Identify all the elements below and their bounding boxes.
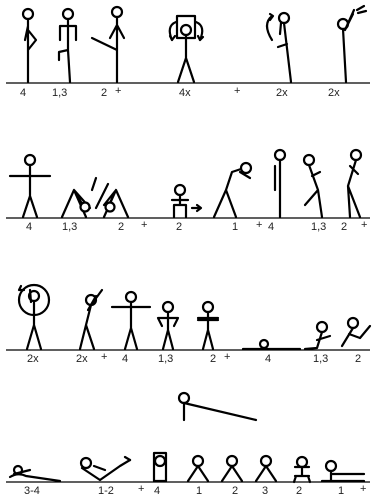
exercise-row-2: 4 1,3 2 + 2 1 + 4 1,3 2 + bbox=[6, 150, 370, 233]
stick-figure-plank bbox=[179, 393, 256, 420]
count-label: + bbox=[141, 219, 147, 231]
count-label: + bbox=[101, 351, 107, 363]
stick-figure-standing-tall bbox=[275, 150, 285, 217]
stick-figure-boxing-2 bbox=[198, 302, 218, 349]
stick-figure-v-sit-3 bbox=[256, 456, 276, 481]
count-label: 1 bbox=[232, 221, 238, 233]
stick-figure-arm-circles bbox=[170, 16, 203, 82]
count-label: 2x bbox=[276, 87, 288, 99]
stick-figure-arms-wide bbox=[112, 292, 150, 349]
count-label: 4x bbox=[179, 87, 191, 99]
count-label: 3-4 bbox=[24, 485, 40, 497]
count-label: 4 bbox=[154, 485, 160, 497]
count-label: 2 bbox=[341, 221, 347, 233]
stick-figure-crunch bbox=[81, 457, 130, 480]
count-label: 2 bbox=[101, 87, 107, 99]
count-label: 4 bbox=[26, 221, 32, 233]
stick-figure-knee-lift bbox=[23, 9, 36, 82]
count-label: 1,3 bbox=[311, 221, 326, 233]
count-label: 2 bbox=[210, 353, 216, 365]
count-label: + bbox=[224, 351, 230, 363]
stick-figure-wide-bend bbox=[62, 178, 96, 217]
count-label: 2x bbox=[27, 353, 39, 365]
count-label: 2 bbox=[118, 221, 124, 233]
count-label: 2 bbox=[296, 485, 302, 497]
count-label: 2x bbox=[328, 87, 340, 99]
count-label: 1,3 bbox=[62, 221, 77, 233]
stick-figure-lying bbox=[243, 340, 300, 349]
stick-figure-arm-circle bbox=[19, 285, 49, 349]
stick-figure-lying-arms bbox=[10, 466, 60, 481]
count-label: 3 bbox=[262, 485, 268, 497]
stick-figure-arm-raise bbox=[338, 6, 366, 82]
exercise-row-3: 2x 2x + 4 1,3 2 + 4 1,3 2 bbox=[6, 285, 370, 365]
stick-figure-wide-bend-2 bbox=[96, 184, 128, 217]
stick-figure-seated-reach bbox=[322, 461, 364, 481]
stick-figure-reach-over bbox=[80, 290, 102, 349]
count-label: 4 bbox=[122, 353, 128, 365]
count-label: + bbox=[256, 219, 262, 231]
count-label: 2 bbox=[355, 353, 361, 365]
count-label: 1 bbox=[338, 485, 344, 497]
count-label: 2x bbox=[76, 353, 88, 365]
count-label: 4 bbox=[20, 87, 26, 99]
count-label: 4 bbox=[265, 353, 271, 365]
exercise-row-4: 3-4 1-2 + 4 1 2 3 2 1 + bbox=[6, 453, 370, 497]
count-label: 4 bbox=[268, 221, 274, 233]
exercise-row-1: 4 1,3 2 + 4x + 2x 2x bbox=[6, 6, 370, 99]
count-label: + bbox=[115, 85, 121, 97]
count-label: 2 bbox=[176, 221, 182, 233]
stick-figure-leg-swing bbox=[92, 7, 124, 82]
count-label: 1 bbox=[196, 485, 202, 497]
count-label: 2 bbox=[232, 485, 238, 497]
count-label: 1,3 bbox=[52, 87, 67, 99]
stick-figure-forward-bend bbox=[214, 163, 251, 217]
count-label: + bbox=[361, 219, 367, 231]
stick-figure-v-sit bbox=[188, 456, 208, 481]
stick-figure-side-stretch bbox=[267, 13, 291, 82]
count-label: 1,3 bbox=[313, 353, 328, 365]
stick-figure-sit-up-2 bbox=[342, 318, 370, 346]
stick-figure-boxing bbox=[158, 302, 178, 349]
stick-figure-seated-leg bbox=[154, 453, 166, 481]
stick-figure-knee-lift-front bbox=[59, 9, 76, 82]
stick-figure-seated-twist bbox=[294, 457, 310, 482]
stick-figure-arms-out bbox=[10, 155, 50, 217]
count-label: 1-2 bbox=[98, 485, 114, 497]
count-label: + bbox=[234, 85, 240, 97]
stick-figure-sit-up bbox=[305, 322, 330, 349]
count-label: + bbox=[360, 483, 366, 495]
count-label: + bbox=[138, 483, 144, 495]
stick-figure-side-bend bbox=[348, 150, 361, 217]
stick-figure-squat bbox=[172, 185, 201, 217]
count-label: 1,3 bbox=[158, 353, 173, 365]
stick-figure-side-lunge bbox=[304, 155, 322, 217]
stick-figure-v-sit-2 bbox=[222, 456, 242, 481]
